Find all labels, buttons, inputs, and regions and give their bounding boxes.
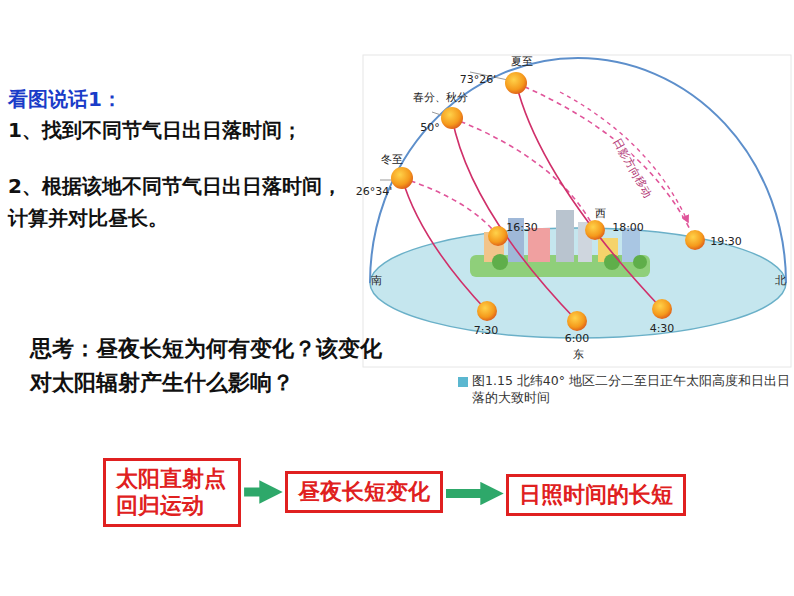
diagram-label: 西: [595, 207, 606, 220]
box-text: 太阳直射点 回归运动: [116, 465, 228, 520]
diagram-label: 春分、秋分: [413, 91, 468, 104]
caption-marker: [458, 377, 468, 387]
diagram-label: 6:00: [565, 332, 590, 345]
diagram-label: 东: [573, 348, 584, 361]
label-text: 1、找到不同节气日出日落时间；: [8, 114, 343, 146]
process-box: 昼夜长短变化: [285, 471, 443, 513]
diagram-label: 50°: [420, 121, 440, 134]
question-text: 思考：昼夜长短为何有变化？该变化对太阳辐射产生什么影响？: [30, 332, 400, 400]
flow-arrow: [244, 488, 271, 497]
diagram-label: 4:30: [650, 322, 675, 335]
process-box: 太阳直射点 回归运动: [103, 458, 241, 527]
diagram-label: 16:30: [506, 221, 538, 234]
label-text: 2、根据该地不同节气日出日落时间，计算并对比昼长。: [8, 170, 353, 234]
box-text: 日照时间的长短: [519, 481, 673, 509]
caption: 图1.15 北纬40° 地区二分二至日正午太阳高度和日出日落的大致时间: [472, 373, 790, 407]
diagram-label: 冬至: [381, 153, 403, 166]
diagram-label: 73°26': [460, 73, 497, 86]
diagram-label: 26°34': [356, 185, 393, 198]
box-text: 昼夜长短变化: [298, 478, 430, 506]
sky-dome: [370, 58, 786, 283]
process-box: 日照时间的长短: [506, 474, 686, 516]
diagram-label: 7:30: [474, 324, 499, 337]
flow-arrow: [446, 489, 492, 498]
diagram-label: 夏至: [511, 55, 533, 68]
city: [470, 210, 650, 277]
diagram-label: 南: [371, 274, 382, 287]
diagram-label: 18:00: [612, 221, 644, 234]
diagram-label: 北: [775, 274, 786, 287]
sun: [391, 72, 705, 331]
diagram-label: 19:30: [710, 235, 742, 248]
title: 看图说话1：: [8, 86, 122, 113]
